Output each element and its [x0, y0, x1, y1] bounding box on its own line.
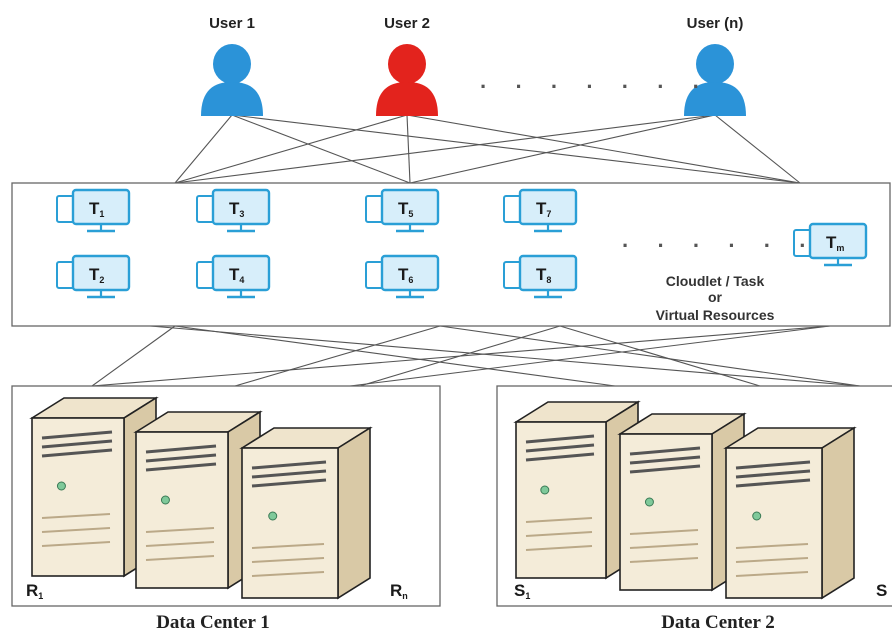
- user-1: User 1: [201, 15, 263, 116]
- cloudlet-box: [11, 182, 891, 327]
- server-3: [239, 426, 373, 600]
- user-label: User (n): [687, 15, 744, 32]
- server-6: [723, 426, 857, 600]
- data-center-2-label: Data Center 2: [661, 612, 775, 629]
- task-ellipsis: · · · · · ·: [622, 233, 818, 258]
- cloudlet-caption-line-2: or: [708, 289, 723, 305]
- task-label: T2: [89, 265, 104, 285]
- task-label: T5: [398, 199, 413, 219]
- user-body: [376, 82, 438, 116]
- user-body: [684, 82, 746, 116]
- task-6-icon: T6: [365, 254, 440, 299]
- user-head: [388, 44, 426, 84]
- dc2-first-label: S1: [514, 581, 530, 601]
- data-center-1-servers: [29, 396, 373, 600]
- dc1-first-label: R1: [26, 581, 43, 601]
- dc1-last-label: Rn: [390, 581, 408, 601]
- task-label: Tm: [826, 233, 844, 253]
- dc2-last-label: S: [876, 581, 887, 600]
- task-9-icon: Tm: [793, 222, 868, 267]
- task-7-icon: T7: [503, 188, 578, 233]
- task-label: T1: [89, 199, 104, 219]
- cloudlet-caption-line-3: Virtual Resources: [656, 307, 775, 323]
- user-ellipsis: · · · · · · ·: [480, 74, 711, 99]
- task-5-icon: T5: [365, 188, 440, 233]
- task-label: T8: [536, 265, 551, 285]
- task-label: T7: [536, 199, 551, 219]
- user-label: User 2: [384, 15, 430, 32]
- task-8-icon: T8: [503, 254, 578, 299]
- user-head: [213, 44, 251, 84]
- task-4-icon: T4: [196, 254, 271, 299]
- user-n: User (n): [684, 15, 746, 116]
- data-center-1-label: Data Center 1: [156, 612, 270, 629]
- task-2-icon: T2: [56, 254, 131, 299]
- user-2: User 2: [376, 15, 438, 116]
- task-3-icon: T3: [196, 188, 271, 233]
- data-center-2-servers: [513, 400, 857, 600]
- user-label: User 1: [209, 15, 255, 32]
- cloudlet-caption-line-1: Cloudlet / Task: [666, 273, 765, 289]
- user-body: [201, 82, 263, 116]
- user-connection-lines: [174, 114, 801, 184]
- task-label: T3: [229, 199, 244, 219]
- datacenter-connection-lines: [91, 325, 861, 387]
- user-head: [696, 44, 734, 84]
- task-label: T4: [229, 265, 244, 285]
- task-1-icon: T1: [56, 188, 131, 233]
- task-label: T6: [398, 265, 413, 285]
